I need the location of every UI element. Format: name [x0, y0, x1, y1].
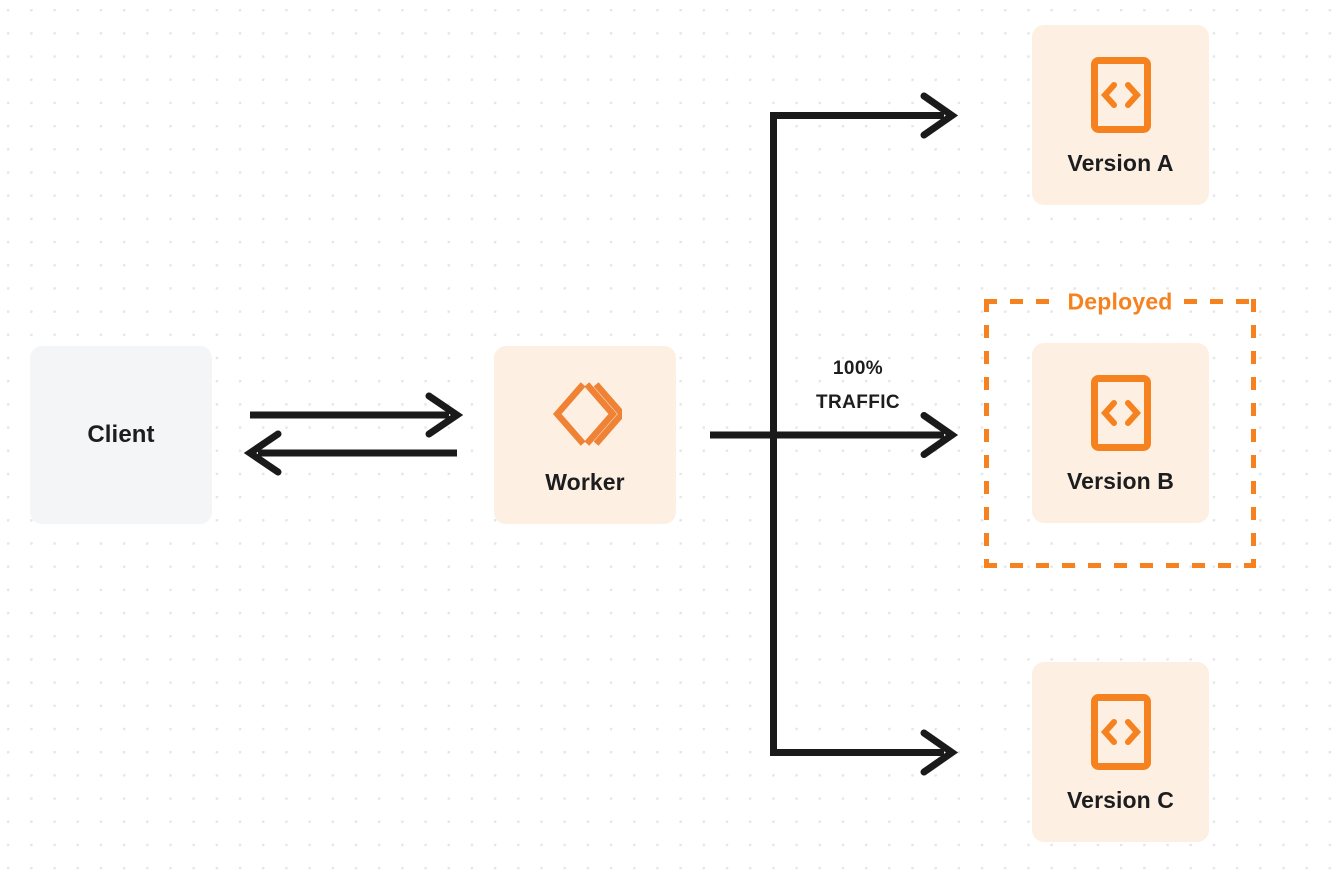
frame-border-top-left [984, 299, 1056, 304]
cloudflare-workers-logo-icon [548, 377, 627, 451]
version-b-label: Version B [1067, 467, 1174, 494]
arrow-client-to-worker [250, 392, 464, 438]
frame-border-bottom [984, 563, 1256, 568]
node-version-b[interactable]: Version B [1032, 343, 1209, 523]
code-file-icon [1090, 56, 1152, 134]
client-label: Client [87, 421, 155, 448]
node-version-c[interactable]: Version C [1032, 662, 1209, 842]
deployed-frame: Deployed [984, 290, 1256, 568]
deployed-badge: Deployed [1059, 290, 1181, 313]
frame-border-left [984, 299, 989, 568]
node-version-a[interactable]: Version A [1032, 25, 1209, 205]
frame-border-right [1251, 299, 1256, 568]
arrow-router-to-version-a [770, 92, 959, 139]
node-client[interactable]: Client [30, 346, 212, 524]
traffic-label: 100% TRAFFIC [816, 352, 900, 420]
traffic-unit: TRAFFIC [815, 392, 901, 413]
worker-label: Worker [545, 468, 625, 495]
version-c-label: Version C [1067, 786, 1174, 813]
code-file-icon [1090, 374, 1152, 452]
traffic-percent: 100% [832, 358, 884, 379]
arrow-router-to-version-b [770, 412, 959, 458]
frame-border-top-right [1184, 299, 1256, 304]
version-a-label: Version A [1067, 149, 1174, 176]
arrow-router-to-version-c [770, 729, 959, 776]
node-worker[interactable]: Worker [494, 346, 676, 524]
arrow-worker-to-client [243, 430, 457, 476]
code-file-icon [1090, 693, 1152, 771]
